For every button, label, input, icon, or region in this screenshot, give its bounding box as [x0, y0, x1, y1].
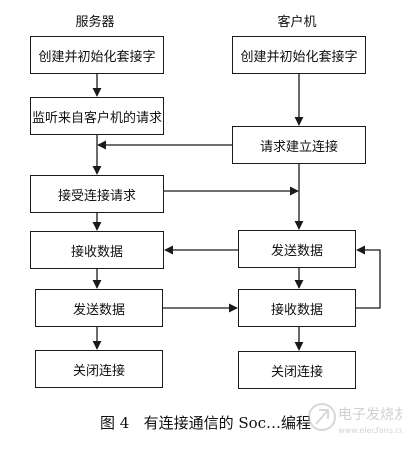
server-step-accept: 接受连接请求: [30, 175, 164, 213]
client-step-request-connect: 请求建立连接: [232, 126, 366, 164]
client-column-title: 客户机: [277, 15, 317, 30]
client-step-init-socket: 创建并初始化套接字: [232, 36, 366, 74]
client-step-send: 发送数据: [238, 230, 356, 268]
server-step-receive: 接收数据: [30, 231, 164, 269]
figure-title: 有连接通信的 Soc…编程: [143, 414, 312, 432]
client-step-receive: 接收数据: [238, 289, 356, 327]
figure-label: 图 4: [99, 414, 130, 432]
watermark-url: www.elecfans.com: [338, 426, 402, 435]
elecfans-watermark-logo: 电子发烧友 www.elecfans.com: [308, 403, 402, 435]
arrow-client-loop: [356, 245, 381, 309]
server-step-close: 关闭连接: [35, 350, 163, 388]
watermark-text: 电子发烧友: [338, 407, 402, 423]
server-step-send: 发送数据: [35, 289, 163, 327]
server-step-listen: 监听来自客户机的请求: [30, 97, 164, 135]
server-step-init-socket: 创建并初始化套接字: [30, 36, 164, 74]
client-step-close: 关闭连接: [238, 351, 356, 389]
figure-caption: 图 4 有连接通信的 Soc…编程: [0, 413, 411, 433]
server-column-title: 服务器: [75, 15, 115, 30]
